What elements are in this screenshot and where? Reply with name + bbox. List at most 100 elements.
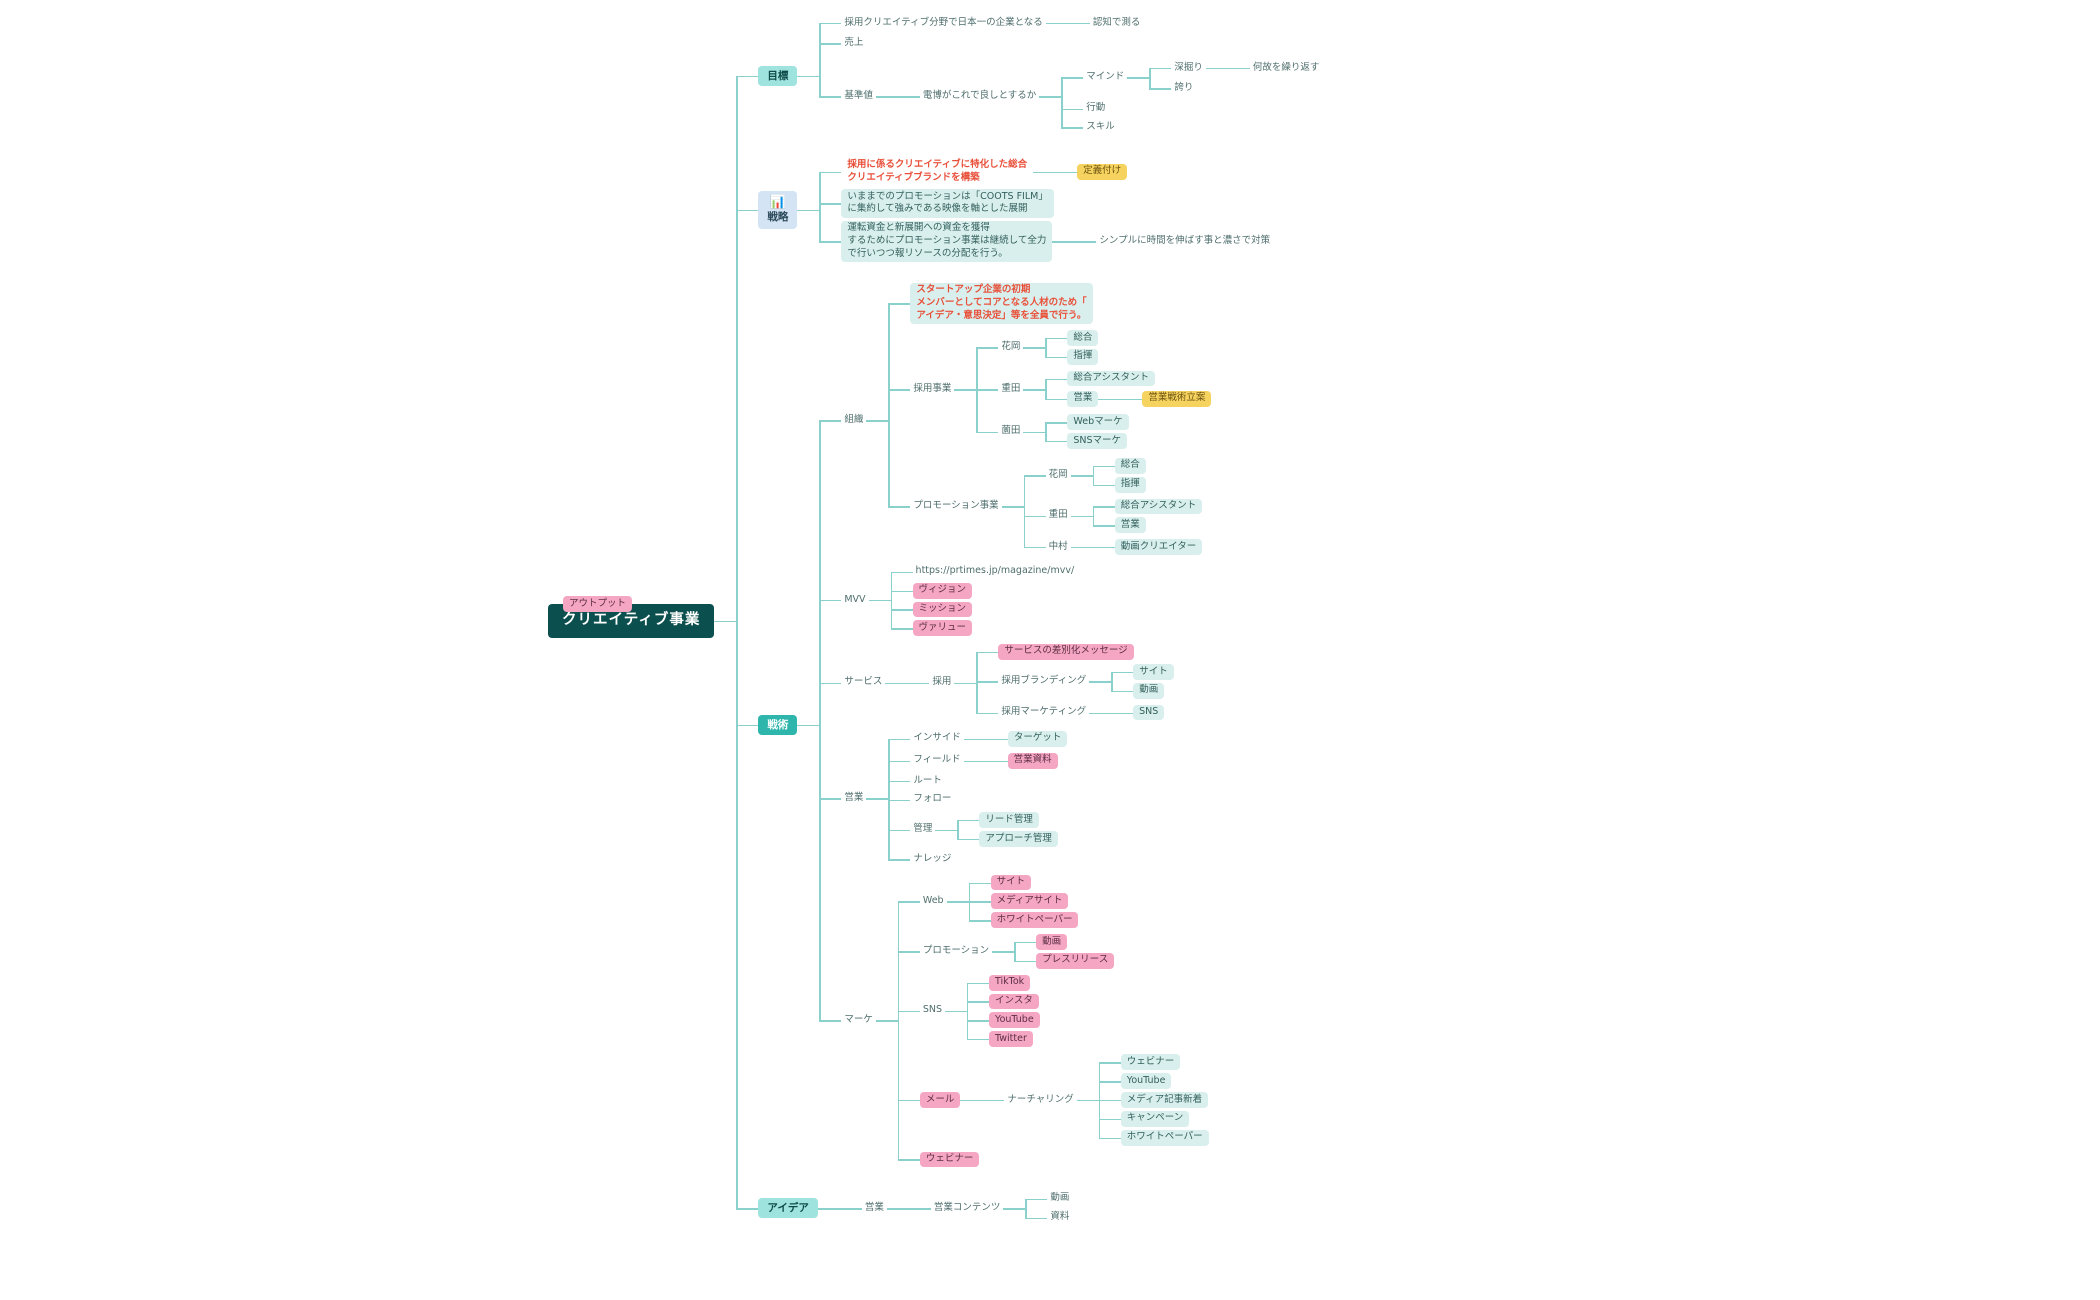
mindmap-node[interactable]: ホワイトペーパー bbox=[1120, 1129, 1209, 1146]
mindmap-children: スタートアップ企業の初期 メンバーとしてコアとなる人材のため「 アイデア・意思決… bbox=[866, 281, 1212, 559]
mindmap-node[interactable]: 基準値 bbox=[844, 89, 873, 101]
mindmap-node[interactable]: SNS bbox=[922, 1004, 943, 1016]
mindmap-node[interactable]: 指揮 bbox=[1114, 476, 1146, 493]
mindmap-branch: 薗田 Webマーケ SNSマーケ bbox=[976, 411, 1211, 452]
mindmap-branch: 戦術 組織 スタートアップ企業の初期 メンバーとしてコアとなる人材のため「 アイデア… bbox=[736, 271, 1322, 1179]
mindmap-node[interactable]: ルート bbox=[913, 774, 942, 786]
mindmap-node[interactable]: 動画 bbox=[1036, 934, 1068, 950]
mindmap-node[interactable]: 総合アシスタント bbox=[1114, 498, 1203, 515]
mindmap-node[interactable]: 売上 bbox=[844, 36, 864, 48]
mindmap-node[interactable]: 中村 bbox=[1048, 540, 1068, 552]
mindmap-node[interactable]: 重田 bbox=[1001, 383, 1021, 395]
mindmap-node[interactable]: 組織 bbox=[844, 413, 864, 425]
mindmap-node[interactable]: 採用マーケティング bbox=[1001, 706, 1087, 718]
mindmap-node[interactable]: 管理 bbox=[913, 823, 933, 835]
mindmap-node[interactable]: 採用 bbox=[932, 676, 952, 688]
mindmap-node[interactable]: サイト bbox=[990, 874, 1032, 891]
mindmap-node[interactable]: ナレッジ bbox=[913, 852, 952, 864]
mindmap-node[interactable]: SNS bbox=[1133, 704, 1165, 721]
mindmap-node[interactable]: プロモーション bbox=[922, 944, 990, 956]
mindmap-node[interactable]: マーケ bbox=[844, 1013, 873, 1025]
mindmap-node[interactable]: サイト bbox=[1133, 664, 1174, 680]
mindmap-node[interactable]: サービスの差別化メッセージ bbox=[998, 643, 1134, 660]
mindmap-node[interactable]: 営業 bbox=[1067, 390, 1099, 407]
mindmap-node[interactable]: ホワイトペーパー bbox=[990, 912, 1079, 929]
mindmap-node[interactable]: 花岡 bbox=[1001, 340, 1021, 352]
mindmap-node[interactable]: メディアサイト bbox=[990, 893, 1069, 910]
branch-goal[interactable]: 目標 bbox=[758, 65, 798, 87]
mindmap-node[interactable]: インスタ bbox=[989, 993, 1039, 1010]
mindmap-node[interactable]: ターゲット bbox=[1007, 730, 1068, 747]
mindmap-node[interactable]: ウェビナー bbox=[919, 1151, 980, 1168]
mindmap-node[interactable]: ナーチャリング bbox=[1007, 1093, 1074, 1105]
mindmap-node[interactable]: 営業資料 bbox=[1007, 752, 1058, 769]
mindmap-node[interactable]: 採用クリエイティブ分野で日本一の企業となる bbox=[844, 16, 1043, 28]
mindmap-node[interactable]: 総合 bbox=[1114, 457, 1146, 474]
mindmap-branch: サイト bbox=[968, 873, 1079, 892]
mindmap-node[interactable]: 動画 bbox=[1133, 682, 1165, 699]
mindmap-node[interactable]: 認知で測る bbox=[1092, 16, 1141, 28]
mindmap-node[interactable]: ミッション bbox=[912, 601, 973, 618]
mindmap-node[interactable]: インサイド bbox=[913, 732, 961, 744]
mindmap-node[interactable]: https://prtimes.jp/magazine/mvv/ bbox=[915, 565, 1075, 577]
mindmap-node[interactable]: Webマーケ bbox=[1067, 414, 1129, 431]
mindmap-node[interactable]: 動画クリエイター bbox=[1114, 539, 1203, 555]
mindmap-node[interactable]: 営業 bbox=[1114, 517, 1146, 534]
mindmap-node[interactable]: メディア記事新着 bbox=[1120, 1092, 1209, 1108]
mindmap-node[interactable]: 何故を繰り返す bbox=[1252, 61, 1320, 73]
mindmap-node[interactable]: 資料 bbox=[1050, 1211, 1070, 1223]
branch-tactics[interactable]: 戦術 bbox=[758, 714, 798, 736]
mindmap-children: Webマーケ SNSマーケ bbox=[1023, 413, 1129, 451]
mindmap-node[interactable]: スキル bbox=[1086, 121, 1115, 133]
mindmap-branch: 採用クリエイティブ分野で日本一の企業となる 認知で測る bbox=[819, 12, 1322, 34]
mindmap-node[interactable]: Web bbox=[922, 894, 944, 906]
mindmap-node[interactable]: 行動 bbox=[1086, 102, 1106, 114]
mindmap-node[interactable]: 営業 bbox=[864, 1201, 884, 1213]
mindmap-node[interactable]: キャンペーン bbox=[1120, 1110, 1190, 1127]
mindmap-node[interactable]: シンプルに時間を伸ばす事と濃さで対策 bbox=[1099, 234, 1271, 246]
mindmap-node[interactable]: 重田 bbox=[1048, 509, 1068, 521]
mindmap-node[interactable]: ウェビナー bbox=[1120, 1054, 1181, 1071]
branch-strategy[interactable]: 📊戦略 bbox=[758, 190, 798, 229]
mindmap-node[interactable]: アプローチ管理 bbox=[979, 831, 1058, 847]
mindmap-node[interactable]: サービス bbox=[844, 676, 883, 688]
floating-output-node[interactable]: アウトプット bbox=[563, 596, 633, 612]
mindmap-node[interactable]: 採用に係るクリエイティブに特化した総合 クリエイティブブランドを構築 bbox=[847, 158, 1028, 183]
mindmap-node[interactable]: ヴァリュー bbox=[912, 620, 973, 637]
mindmap-node[interactable]: 総合 bbox=[1067, 330, 1099, 346]
mindmap-node[interactable]: 採用事業 bbox=[913, 383, 952, 395]
mindmap-node[interactable]: 運転資金と新展開への資金を獲得 するためにプロモーション事業は継続して全力 で行… bbox=[841, 220, 1053, 263]
mindmap-node[interactable]: 深掘り bbox=[1174, 61, 1203, 73]
mindmap-node[interactable]: 動画 bbox=[1050, 1192, 1070, 1204]
mindmap-node[interactable]: 営業 bbox=[844, 791, 864, 803]
mindmap-node[interactable]: フォロー bbox=[913, 793, 952, 805]
branch-idea[interactable]: アイデア bbox=[758, 1198, 818, 1219]
mindmap-node[interactable]: 営業戦術立案 bbox=[1142, 390, 1212, 407]
mindmap-node[interactable]: プレスリリース bbox=[1036, 952, 1115, 969]
mindmap-node[interactable]: リード管理 bbox=[979, 812, 1039, 828]
mindmap-node[interactable]: MVV bbox=[844, 593, 866, 605]
mindmap-node[interactable]: 花岡 bbox=[1048, 468, 1068, 480]
mindmap-node[interactable]: TikTok bbox=[989, 974, 1031, 991]
mindmap-node[interactable]: 総合アシスタント bbox=[1067, 370, 1156, 387]
mindmap-node[interactable]: 電博がこれで良しとするか bbox=[922, 89, 1037, 101]
mindmap-node[interactable]: 採用ブランディング bbox=[1001, 674, 1087, 686]
mindmap-node[interactable]: YouTube bbox=[989, 1012, 1040, 1029]
mindmap-node[interactable]: 定義付け bbox=[1077, 163, 1128, 180]
mindmap-node[interactable]: 指揮 bbox=[1067, 348, 1099, 365]
mindmap-node[interactable]: YouTube bbox=[1120, 1073, 1172, 1090]
mindmap-node[interactable]: いままでのプロモーションは「COOTS FILM」 に集約して強みである映像を軸… bbox=[841, 189, 1054, 218]
mindmap-node[interactable]: プロモーション事業 bbox=[913, 500, 999, 511]
mindmap-node[interactable]: 薗田 bbox=[1001, 425, 1021, 437]
mindmap-node[interactable]: スタートアップ企業の初期 メンバーとしてコアとなる人材のため「 アイデア・意思決… bbox=[910, 282, 1093, 324]
mindmap-node[interactable]: Twitter bbox=[989, 1031, 1033, 1047]
mindmap-node[interactable]: 誇り bbox=[1174, 81, 1194, 93]
mindmap-node[interactable]: メール bbox=[919, 1092, 961, 1108]
mindmap-branch: 営業戦術立案 bbox=[1120, 389, 1212, 408]
mindmap-node[interactable]: フィールド bbox=[913, 754, 961, 766]
mindmap-node[interactable]: マインド bbox=[1086, 71, 1125, 83]
mindmap-node[interactable]: ヴィジョン bbox=[912, 582, 973, 599]
mindmap-node[interactable]: 営業コンテンツ bbox=[933, 1201, 1001, 1213]
mindmap-node[interactable]: SNSマーケ bbox=[1067, 433, 1128, 449]
